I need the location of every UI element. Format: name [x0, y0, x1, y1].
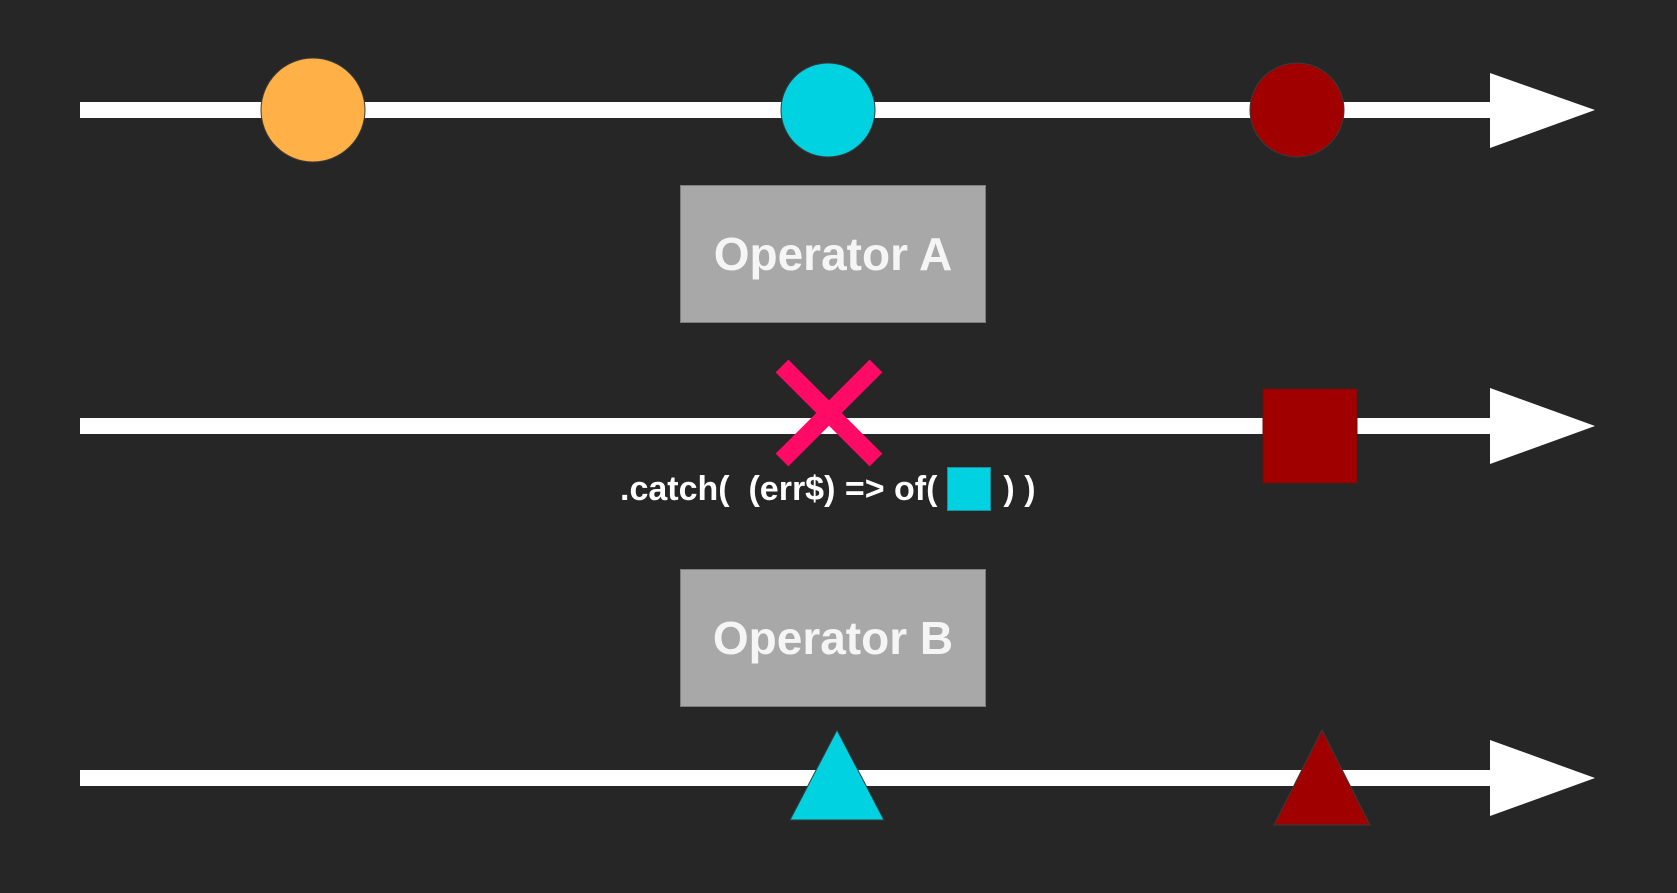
operator-a-label: Operator A [713, 228, 953, 280]
cyan-triangle-event [789, 728, 885, 821]
timeline-arrowhead [1490, 73, 1595, 148]
dark-red-triangle-event [1273, 728, 1371, 826]
dark-red-circle-event [1249, 62, 1345, 158]
operator-b-label: Operator B [712, 612, 954, 664]
operator-b-box: Operator B [680, 569, 986, 707]
timeline-line [80, 418, 1500, 434]
timeline-operator-b-output [80, 728, 1595, 826]
timeline-arrowhead [1490, 388, 1595, 464]
error-x-event [775, 359, 883, 467]
timeline-line [80, 770, 1500, 786]
catch-suffix-text: ) ) [1003, 469, 1036, 508]
operator-a-box: Operator A [680, 185, 986, 323]
timeline-arrowhead [1490, 740, 1595, 816]
dark-red-square-event [1262, 388, 1358, 484]
orange-circle-event [260, 57, 366, 163]
timeline-operator-a-output [80, 359, 1595, 484]
catch-prefix-text: .catch( (err$) => of( [620, 469, 938, 508]
cyan-circle-event [780, 62, 876, 158]
catch-expression: .catch( (err$) => of( ) ) [620, 466, 1036, 512]
cyan-square-icon [947, 467, 992, 511]
timeline-input [80, 57, 1595, 163]
